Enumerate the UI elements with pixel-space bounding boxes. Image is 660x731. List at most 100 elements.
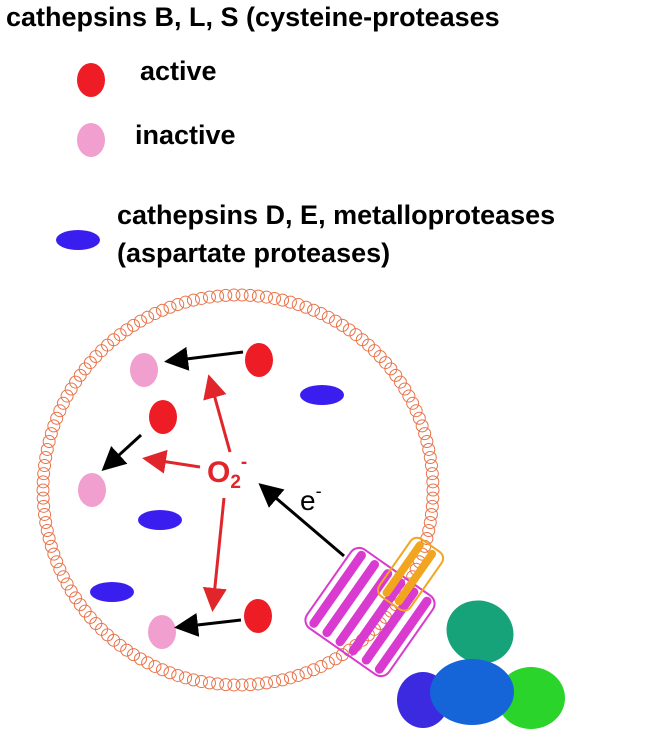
inactive-protease <box>78 473 106 507</box>
membrane-lipid <box>398 382 412 396</box>
membrane-lipid <box>412 411 426 425</box>
membrane-lipid <box>299 300 313 314</box>
membrane-lipid <box>420 435 434 449</box>
membrane-lipid <box>422 442 436 456</box>
membrane-lipid <box>402 389 416 403</box>
rac-subunit <box>497 667 565 729</box>
membrane-lipid <box>56 570 70 584</box>
membrane-lipid <box>219 678 233 692</box>
legend-title: cathepsins B, L, S (cysteine-proteases <box>6 2 500 32</box>
gp91phox-subunit <box>304 546 436 678</box>
aspartate-protease <box>90 582 134 602</box>
membrane-lipid <box>179 671 193 685</box>
membrane-lipid <box>425 467 439 481</box>
membrane-lipid <box>38 507 52 521</box>
membrane-lipid <box>243 678 257 692</box>
superoxide-arrow <box>203 374 232 453</box>
membrane-lipid <box>424 507 438 521</box>
membrane-lipid <box>44 427 58 441</box>
membrane-lipid <box>37 467 51 481</box>
membrane-lipid <box>307 303 321 317</box>
membrane-lipid <box>39 450 53 464</box>
membrane-lipid <box>155 303 169 317</box>
membrane-lipid <box>78 604 92 618</box>
active-protease <box>244 599 272 633</box>
membrane-lipid <box>42 531 56 545</box>
electron-transfer-arrow <box>258 483 345 558</box>
membrane-lipid <box>329 314 342 328</box>
legend-aspartate-dot <box>56 230 100 250</box>
membrane-lipid <box>148 659 162 673</box>
aspartate-protease <box>300 385 344 405</box>
membrane-lipid <box>64 382 78 396</box>
membrane-lipid <box>53 562 67 576</box>
membrane-lipid <box>69 375 83 389</box>
membrane-lipid <box>393 375 407 389</box>
legend-active-dot <box>77 63 105 97</box>
membrane-lipid <box>422 524 436 538</box>
membrane-lipid <box>203 290 217 304</box>
superoxide-label: O2- <box>207 452 247 493</box>
membrane-lipid <box>268 291 282 305</box>
membrane-lipid <box>155 663 169 677</box>
membrane-lipid <box>120 643 134 657</box>
p67phox-subunit <box>446 600 514 664</box>
membrane-lipid <box>163 300 177 314</box>
membrane-lipid <box>268 675 282 689</box>
membrane-lipid <box>283 295 297 309</box>
membrane-lipid <box>37 499 51 513</box>
active-label: active <box>140 56 217 86</box>
membrane-lipid <box>194 291 208 305</box>
membrane-lipid <box>342 323 356 337</box>
membrane-lipid <box>40 442 54 456</box>
membrane-lipid <box>251 289 265 303</box>
membrane-lipid <box>335 318 349 332</box>
p47phox-subunit <box>430 659 514 725</box>
membrane-lipid <box>329 652 342 666</box>
inactivation-arrow <box>164 346 244 371</box>
membrane-lipid <box>171 298 185 312</box>
membrane-lipid <box>291 298 305 312</box>
membrane-lipid <box>389 368 403 382</box>
membrane-lipid <box>227 288 241 302</box>
membrane-lipid <box>203 676 217 690</box>
membrane-lipid <box>60 577 74 591</box>
membrane-lipid <box>50 555 64 569</box>
aspartate-protease <box>138 510 182 530</box>
membrane-lipid <box>235 678 249 692</box>
superoxide-arrow <box>142 449 201 474</box>
membrane-lipid <box>384 362 398 376</box>
membrane-lipid <box>73 368 87 382</box>
membrane-lipid <box>235 288 249 302</box>
membrane-lipid <box>44 539 58 553</box>
membrane-lipid <box>211 677 225 691</box>
membrane-lipid <box>64 584 78 598</box>
membrane-lipid <box>259 676 273 690</box>
membrane-lipid <box>251 677 265 691</box>
membrane-lipid <box>141 310 155 324</box>
membrane-lipid <box>291 668 305 682</box>
membrane-lipid <box>36 475 50 489</box>
membrane-lipid <box>227 678 241 692</box>
membrane-lipid <box>134 652 147 666</box>
electron-label: e- <box>300 481 322 516</box>
membrane-lipid <box>186 293 200 307</box>
membrane-lipid <box>423 450 437 464</box>
membrane-lipid <box>418 427 432 441</box>
aspartate-label-line1: cathepsins D, E, metalloproteases <box>117 200 556 230</box>
legend-inactive-dot <box>77 123 105 157</box>
membrane-lipid <box>299 666 313 680</box>
membrane-lipid <box>38 459 52 473</box>
p22phox-subunit <box>377 536 445 612</box>
membrane-lipid <box>127 318 141 332</box>
membrane-lipid <box>211 289 225 303</box>
membrane-lipid <box>53 404 67 418</box>
inactive-label: inactive <box>135 120 236 150</box>
membrane-lipid <box>321 656 335 670</box>
membrane-lipid <box>409 404 423 418</box>
membrane-lipid <box>406 396 420 410</box>
membrane-lipid <box>134 314 147 328</box>
membrane-lipid <box>39 516 53 530</box>
membrane-lipid <box>56 396 70 410</box>
